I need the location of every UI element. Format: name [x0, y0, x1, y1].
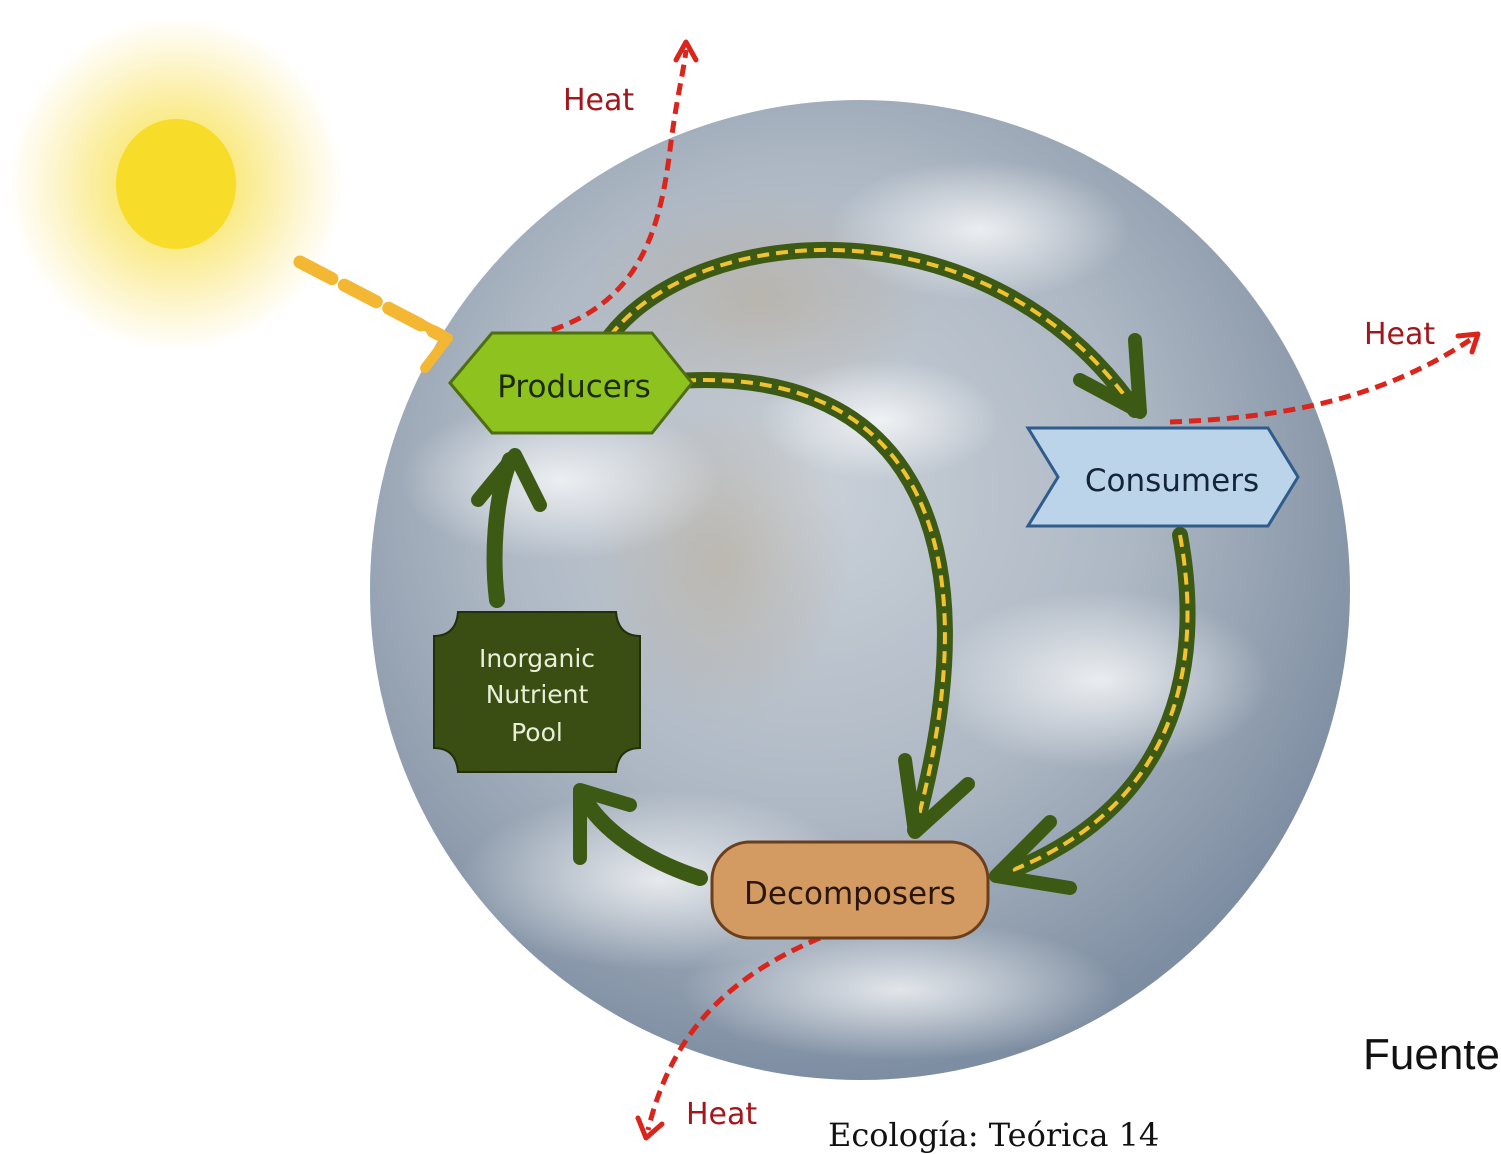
flow-decomposers-to-pool — [573, 783, 708, 886]
heat-arrow-bottom — [635, 935, 821, 1141]
heat-label-right: Heat — [1364, 317, 1435, 352]
nutrient-pool-label-line1: Inorganic — [479, 644, 595, 673]
heat-arrow-top — [551, 39, 699, 333]
consumers-node: Consumers — [1025, 426, 1300, 528]
nutrient-pool-label-line2: Nutrient — [486, 680, 589, 709]
flow-consumers-to-decomposers — [989, 527, 1196, 895]
footer-caption: Ecología: Teórica 14 — [828, 1116, 1160, 1154]
heat-arrow-right — [1169, 331, 1481, 425]
flow-producers-to-consumers — [602, 241, 1147, 419]
heat-label-top: Heat — [563, 83, 634, 118]
heat-label-bottom: Heat — [686, 1097, 757, 1132]
inorganic-nutrient-pool-node: Inorganic Nutrient Pool — [433, 611, 641, 773]
decomposers-node: Decomposers — [710, 840, 990, 940]
producers-node: Producers — [448, 331, 694, 435]
source-label: Fuente — [1363, 1030, 1500, 1079]
flow-producers-to-decomposers — [657, 372, 975, 839]
consumers-label: Consumers — [1085, 463, 1259, 499]
producers-label: Producers — [497, 369, 651, 405]
nutrient-pool-label-line3: Pool — [511, 718, 563, 747]
sunlight-arrow — [293, 255, 453, 373]
sun-core — [116, 119, 236, 249]
sun — [8, 16, 344, 352]
flow-pool-to-producers — [471, 448, 547, 608]
decomposers-label: Decomposers — [744, 876, 956, 912]
